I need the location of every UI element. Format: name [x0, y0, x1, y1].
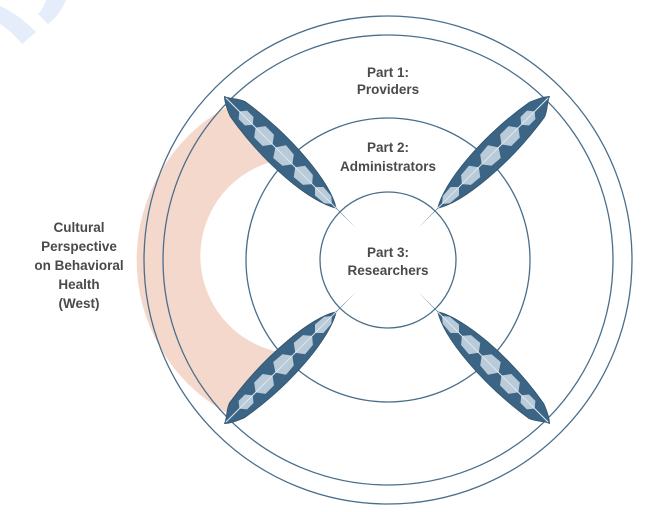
middle-ring-label: Part 2: Administrators [340, 140, 436, 174]
west-sector-highlight [136, 107, 281, 413]
middle-ring-label-line-2: Administrators [340, 159, 436, 174]
outer-ring-outer-edge [143, 15, 633, 505]
inner-ring-label-line-1: Part 3: [367, 245, 409, 260]
inner-ring-label: Part 3: Researchers [347, 245, 428, 278]
outer-ring-label: Part 1: Providers [357, 65, 419, 97]
middle-ring-label-line-1: Part 2: [367, 140, 409, 155]
direction-label-line-4: Health [58, 277, 99, 292]
watermark-fragment-2 [38, 0, 66, 24]
inner-ring [319, 191, 457, 329]
direction-label-line-1: Cultural [53, 220, 104, 235]
outer-ring [162, 34, 614, 486]
direction-label-west: Cultural Perspective on Behavioral Healt… [34, 220, 123, 311]
direction-label-line-2: Perspective [41, 239, 117, 254]
watermark-fragment [0, 6, 36, 44]
outer-ring-label-line-2: Providers [357, 82, 419, 97]
inner-ring-label-line-2: Researchers [347, 263, 428, 278]
direction-label-line-3: on Behavioral [34, 258, 123, 273]
outer-ring-label-line-1: Part 1: [367, 65, 409, 80]
direction-label-line-5: (West) [58, 296, 99, 311]
feather-icon-southeast [406, 280, 561, 435]
middle-ring [245, 117, 531, 403]
